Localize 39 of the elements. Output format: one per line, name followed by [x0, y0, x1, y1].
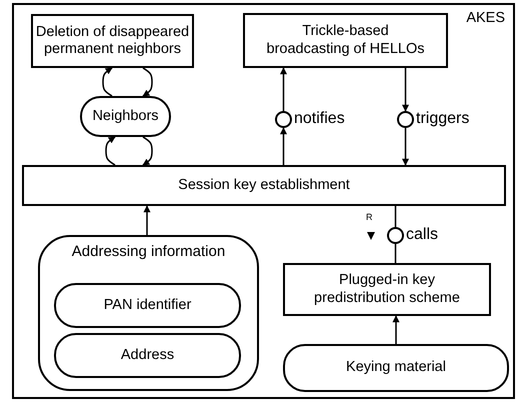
- data-store-pill: [80, 96, 171, 137]
- node-label: Plugged-in key predistribution scheme: [313, 272, 461, 307]
- data-store-pill: [283, 344, 509, 392]
- arrow: [280, 67, 287, 111]
- process-box: [243, 13, 448, 68]
- arrow: [102, 67, 113, 97]
- group-container: [38, 235, 259, 391]
- node-label: PAN identifier: [104, 296, 192, 314]
- arrow: [105, 136, 116, 166]
- process-box: [22, 165, 506, 206]
- interface-label: calls: [406, 225, 438, 244]
- arrow: [144, 205, 150, 235]
- group-heading: Addressing information: [72, 243, 226, 261]
- node-label: Address: [120, 346, 174, 364]
- node-label: Neighbors: [92, 108, 159, 126]
- data-store-pill: [54, 333, 241, 378]
- node-label: Deletion of disappeared permanent neighbors: [34, 24, 190, 58]
- connector-line: [394, 244, 396, 263]
- node-label: Trickle-based broadcasting of HELLOs: [266, 23, 426, 58]
- process-box: [283, 263, 491, 316]
- interface-circle: [397, 111, 414, 128]
- interface-label: notifies: [294, 109, 345, 128]
- group-label: AKES: [466, 10, 505, 28]
- arrow: [142, 67, 153, 97]
- arrow: [392, 315, 400, 344]
- interface-label: triggers: [416, 109, 470, 128]
- interface-circle: [275, 111, 292, 128]
- arrow: [402, 68, 409, 112]
- node-label: Keying material: [346, 359, 446, 377]
- connector-line: [394, 206, 396, 227]
- process-box: [31, 14, 194, 68]
- interface-circle: [387, 227, 404, 244]
- container-frame: [12, 3, 515, 399]
- arrow: [142, 136, 153, 166]
- arrow: [280, 127, 287, 165]
- data-store-pill: [54, 283, 241, 328]
- role-label: R: [366, 212, 372, 222]
- node-label: Session key establishment: [178, 176, 350, 194]
- arrow: [402, 128, 409, 166]
